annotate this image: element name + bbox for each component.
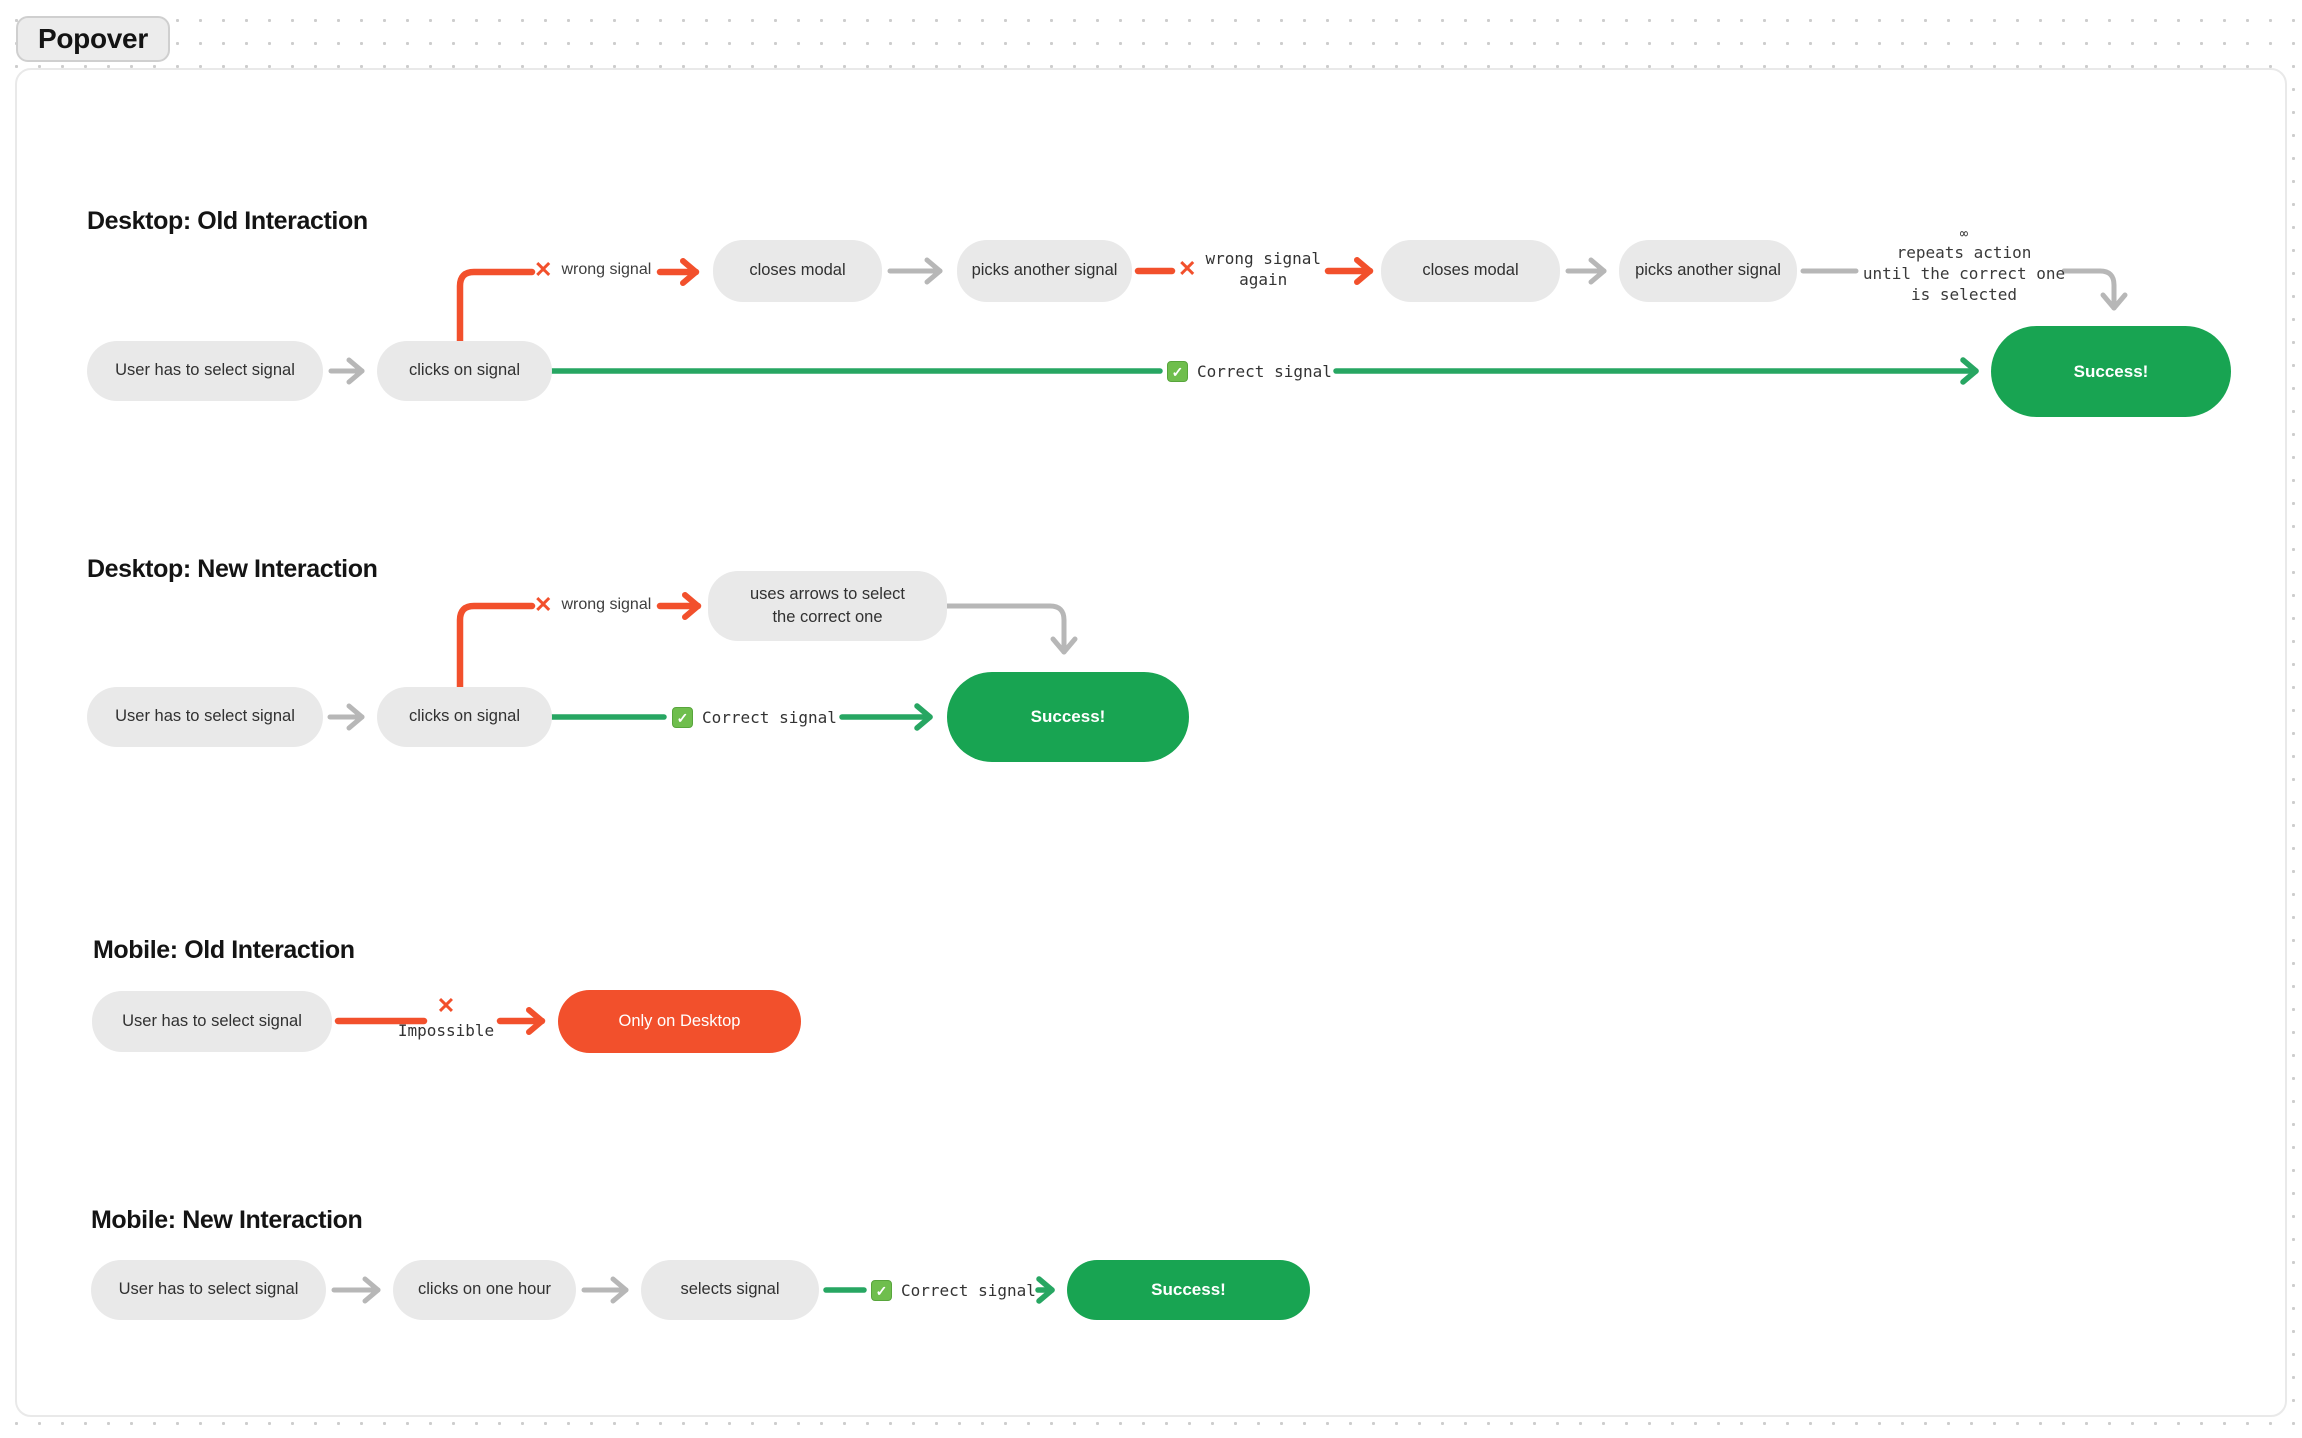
flow2-node-uses-arrows[interactable]: uses arrows to select the correct one bbox=[708, 571, 947, 641]
flow1-node-success[interactable]: Success! bbox=[1991, 326, 2231, 417]
node-label: closes modal bbox=[749, 261, 846, 280]
flow3-node-only-desktop[interactable]: Only on Desktop bbox=[558, 990, 801, 1053]
node-label: User has to select signal bbox=[115, 361, 295, 380]
flow2-node-clicks-signal[interactable]: clicks on signal bbox=[377, 687, 552, 747]
frame-title-label: Popover bbox=[38, 23, 148, 54]
cross-icon: ✕ bbox=[1178, 256, 1197, 281]
node-label: uses arrows to select the correct one bbox=[750, 584, 905, 626]
flow4-correct-signal-label: ✓ Correct signal bbox=[871, 1280, 1036, 1301]
node-label: picks another signal bbox=[1635, 261, 1781, 280]
node-label: User has to select signal bbox=[122, 1011, 302, 1030]
cross-icon: ✕ bbox=[534, 592, 553, 617]
flow4-node-user-select[interactable]: User has to select signal bbox=[91, 1260, 326, 1320]
flow4-node-selects-signal[interactable]: selects signal bbox=[641, 1260, 819, 1320]
cross-icon: ✕ bbox=[436, 993, 456, 1018]
flow3-title: Mobile: Old Interaction bbox=[93, 936, 355, 964]
flow2-title: Desktop: New Interaction bbox=[87, 555, 378, 583]
node-label: picks another signal bbox=[971, 261, 1118, 280]
node-label: Success! bbox=[1151, 1280, 1226, 1300]
flow1-node-picks-another-1[interactable]: picks another signal bbox=[957, 240, 1132, 302]
flow2-node-user-select[interactable]: User has to select signal bbox=[87, 687, 323, 747]
frame-title-badge[interactable]: Popover bbox=[16, 16, 170, 62]
flow1-wrong-signal-again-label: ✕ wrong signal again bbox=[1178, 249, 1322, 289]
check-icon: ✓ bbox=[1167, 361, 1188, 382]
flow4-node-clicks-hour[interactable]: clicks on one hour bbox=[393, 1260, 576, 1320]
flow1-node-clicks-signal[interactable]: clicks on signal bbox=[377, 341, 552, 401]
flow2-correct-signal-label: ✓ Correct signal bbox=[672, 707, 837, 728]
flow1-correct-signal-label: ✓ Correct signal bbox=[1167, 361, 1332, 382]
node-label: Success! bbox=[1030, 707, 1106, 727]
node-label: Success! bbox=[2073, 361, 2149, 381]
flow1-node-closes-modal-1[interactable]: closes modal bbox=[713, 240, 882, 302]
node-label: User has to select signal bbox=[118, 1280, 299, 1299]
node-label: User has to select signal bbox=[115, 707, 295, 726]
node-label: clicks on signal bbox=[409, 707, 520, 726]
flow2-node-success[interactable]: Success! bbox=[947, 672, 1189, 762]
flow1-node-picks-another-2[interactable]: picks another signal bbox=[1619, 240, 1797, 302]
cross-icon: ✕ bbox=[534, 257, 553, 282]
node-label: clicks on signal bbox=[409, 361, 520, 380]
node-label: closes modal bbox=[1422, 261, 1519, 280]
flow4-title: Mobile: New Interaction bbox=[91, 1206, 363, 1234]
flow2-wrong-signal-label: ✕ wrong signal bbox=[534, 592, 652, 617]
flow1-node-closes-modal-2[interactable]: closes modal bbox=[1381, 240, 1560, 302]
infinity-icon: ∞ bbox=[1959, 226, 1969, 242]
flow1-repeats-label: ∞ repeats action until the correct one i… bbox=[1824, 226, 2104, 305]
flow4-node-success[interactable]: Success! bbox=[1067, 1260, 1310, 1320]
flow1-title: Desktop: Old Interaction bbox=[87, 207, 368, 235]
flow3-impossible-label: ✕ Impossible bbox=[397, 993, 495, 1041]
check-icon: ✓ bbox=[672, 707, 693, 728]
flow1-node-user-select[interactable]: User has to select signal bbox=[87, 341, 323, 401]
node-label: clicks on one hour bbox=[418, 1280, 551, 1299]
flow3-node-user-select[interactable]: User has to select signal bbox=[92, 991, 332, 1052]
flow1-wrong-signal-label: ✕ wrong signal bbox=[534, 257, 652, 282]
node-label: Only on Desktop bbox=[618, 1011, 741, 1030]
node-label: selects signal bbox=[680, 1280, 780, 1299]
check-icon: ✓ bbox=[871, 1280, 892, 1301]
